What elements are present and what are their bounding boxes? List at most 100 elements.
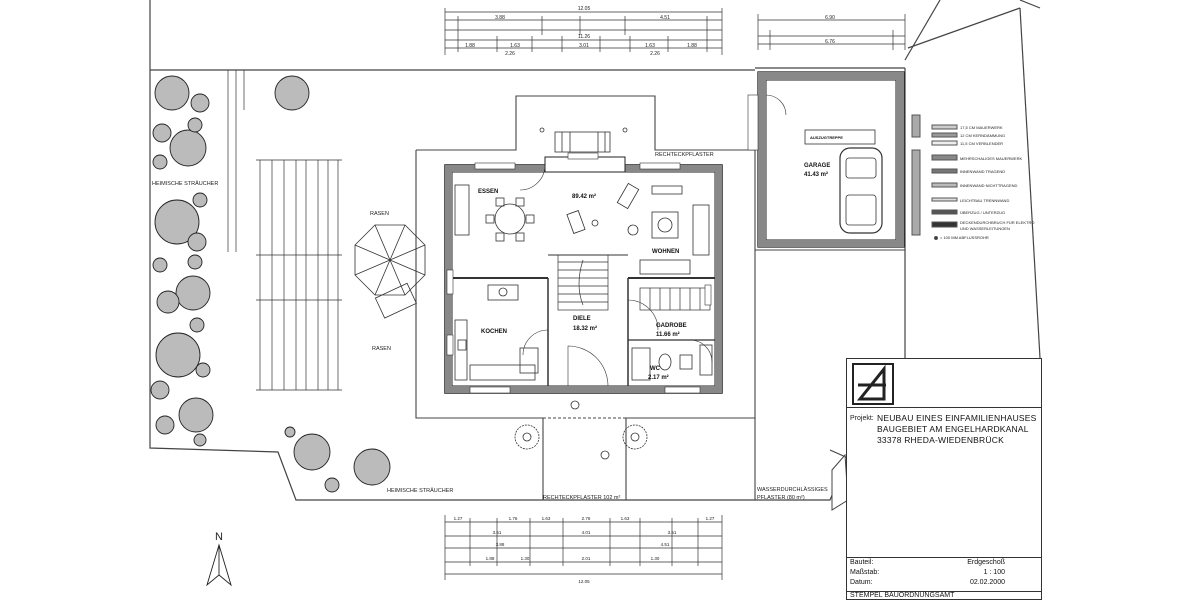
- legend-item-2: 12 CM KERNDÄMMUNG: [960, 133, 1005, 138]
- dim-bottom-r4-b: 1.30: [521, 556, 530, 561]
- dim-bottom-r3-a: 3.88: [496, 542, 505, 547]
- datum-row: Datum: 02.02.2000: [847, 579, 1041, 589]
- massstab-value: 1 : 100: [983, 569, 1005, 576]
- room-labels: ESSEN 89.42 m² WOHNEN KOCHEN DIELE 18.32…: [478, 135, 843, 381]
- room-gadrobe-area: 11.66 m²: [656, 331, 680, 338]
- garage-building: [747, 71, 905, 248]
- project-line-3: 33378 RHEDA-WIEDENBRÜCK: [877, 435, 1004, 445]
- massstab-label: Maßstab:: [850, 569, 880, 576]
- label-rechteckpflaster-top: RECHTECKPFLASTER: [655, 152, 714, 158]
- dim-top-row3-a: 1.88: [465, 43, 475, 49]
- dim-bottom-r3-b: 4.51: [661, 542, 670, 547]
- legend-item-6: INNENWAND NICHTTRAGEND: [960, 183, 1018, 188]
- title-block-logo-area: [847, 359, 1041, 408]
- massstab-row: Maßstab: 1 : 100: [847, 569, 1041, 579]
- dim-garage-total: 6.90: [825, 15, 835, 21]
- dim-top-row3-e: 1.88: [687, 43, 697, 49]
- datum-value: 02.02.2000: [969, 579, 1005, 586]
- dim-bottom-r4-a: 1.88: [486, 556, 495, 561]
- room-living-area: 89.42 m²: [572, 193, 596, 200]
- legend-item-4: MEHRSCHALIGES MAUERWERK: [960, 156, 1022, 161]
- room-gadrobe: GADROBE: [656, 323, 687, 329]
- dim-top-row3b-a: 2.26: [505, 51, 515, 57]
- legend-item-3: 11,5 CM VERBLENDER: [960, 141, 1003, 146]
- gazebo: [354, 224, 426, 319]
- dim-bottom-r1-c: 1.63: [542, 516, 551, 521]
- dim-top-row3b-b: 2.26: [650, 51, 660, 57]
- legend-text: 17,5 CM MAUERWERK 12 CM KERNDÄMMUNG 11,5…: [940, 125, 1034, 240]
- house-walls: [444, 156, 723, 394]
- site-labels: RECHTECKPFLASTER RECHTECKPFLASTER 102 m²…: [152, 152, 828, 501]
- project-label: Projekt:: [850, 415, 874, 422]
- dim-bottom-r1-d: 2.76: [582, 516, 591, 521]
- label-rasen-top: RASEN: [370, 211, 389, 217]
- label-rechteckpflaster-bottom: RECHTECKPFLASTER 102 m²: [543, 495, 620, 501]
- top-dimension-chain: [444, 8, 906, 55]
- legend-item-11: = 100 MM ABFLUSSROHR: [940, 235, 989, 240]
- dim-garage-inner: 6.76: [825, 39, 835, 45]
- project-line-1: NEUBAU EINES EINFAMILIENHAUSES: [877, 413, 1037, 423]
- room-wc-area: 2.17 m²: [648, 374, 669, 381]
- legend-item-10: UND WASSERLEITUNGEN: [960, 226, 1010, 231]
- legend-item-1: 17,5 CM MAUERWERK: [960, 125, 1003, 130]
- dim-bottom-r1-a: 1.27: [454, 516, 463, 521]
- dim-top-row2: 11.26: [578, 34, 590, 40]
- north-arrow-icon: [206, 543, 232, 587]
- label-wasserdurchlaessig-1: WASSERDURCHLÄSSIGES: [757, 486, 828, 493]
- dim-bottom-r2-b: 4.01: [582, 530, 591, 535]
- room-essen: ESSEN: [478, 189, 498, 195]
- dim-top-row3-d: 1.63: [645, 43, 655, 49]
- title-block-info: Bauteil: Erdgeschoß Maßstab: 1 : 100 Dat…: [847, 557, 1041, 591]
- bauteil-value: Erdgeschoß: [967, 559, 1005, 566]
- bauteil-label: Bauteil:: [850, 559, 874, 566]
- room-garage-area: 41.43 m²: [804, 171, 828, 178]
- label-rasen-bottom: RASEN: [372, 346, 391, 352]
- legend-item-8: ÜBERZUG / UNTERZUG: [960, 210, 1005, 215]
- dim-bottom-r1-b: 1.76: [509, 516, 518, 521]
- legend-item-5: INNENWAND TRAGEND: [960, 169, 1005, 174]
- label-wasserdurchlaessig-2: PFLASTER (80 m²): [757, 495, 805, 501]
- room-wc: WC: [650, 366, 661, 372]
- top-dimension-labels: 12.05 3.88 4.51 11.26 1.88 1.63 3.01 1.6…: [465, 6, 835, 57]
- room-kochen: KOCHEN: [481, 329, 507, 335]
- dim-top-row1-b: 4.51: [660, 15, 670, 21]
- bottom-dimension-chain: [444, 515, 723, 580]
- bauteil-row: Bauteil: Erdgeschoß: [847, 559, 1041, 569]
- dim-bottom-r4-c: 2.01: [582, 556, 591, 561]
- dim-top-row1-a: 3.88: [495, 15, 505, 21]
- room-diele-area: 18.32 m²: [573, 325, 597, 332]
- stamp-label: STEMPEL BAUORDNUNGSAMT: [850, 592, 955, 599]
- dim-bottom-total: 12.05: [578, 579, 590, 584]
- room-diele: DIELE: [573, 316, 591, 322]
- legend-item-7: LEICHTBAU TRENNWAND: [960, 198, 1009, 203]
- dining-table: [485, 197, 535, 242]
- dim-bottom-r2-a: 3.51: [493, 530, 502, 535]
- dim-bottom-r1-e: 1.63: [621, 516, 630, 521]
- room-wohnen: WOHNEN: [652, 249, 679, 255]
- bottom-dimension-labels: 1.27 1.76 1.63 2.76 1.63 1.27 3.51 4.01 …: [454, 516, 715, 584]
- left-dimension-chains: [227, 70, 342, 391]
- shrubs: [150, 75, 391, 493]
- title-block: Projekt: NEUBAU EINES EINFAMILIENHAUSES …: [846, 358, 1042, 600]
- dim-top-total: 12.05: [578, 6, 591, 12]
- title-block-project: Projekt: NEUBAU EINES EINFAMILIENHAUSES …: [847, 407, 1041, 558]
- dim-top-row3-c: 3.01: [579, 43, 589, 49]
- label-heimische-left: HEIMISCHE STRÄUCHER: [152, 180, 218, 187]
- living-furniture: [454, 182, 710, 275]
- window-markers: [446, 152, 712, 394]
- north-label: N: [215, 531, 223, 543]
- kitchen-units: [454, 284, 539, 381]
- wc-fixtures: [631, 344, 713, 381]
- dim-top-row3-b: 1.63: [510, 43, 520, 49]
- dim-bottom-r1-f: 1.27: [706, 516, 715, 521]
- label-heimische-bottom: HEIMISCHE STRÄUCHER: [387, 487, 453, 494]
- driveway: [754, 249, 905, 511]
- architect-logo-icon: [852, 363, 894, 405]
- room-garage: GARAGE: [804, 163, 830, 169]
- terrace-furniture: [514, 127, 648, 460]
- datum-label: Datum:: [850, 579, 873, 586]
- dim-bottom-r2-c: 3.51: [668, 530, 677, 535]
- room-auszugstreppe: AUSZUGTREPPE: [810, 135, 843, 140]
- legend-swatches: [911, 114, 958, 240]
